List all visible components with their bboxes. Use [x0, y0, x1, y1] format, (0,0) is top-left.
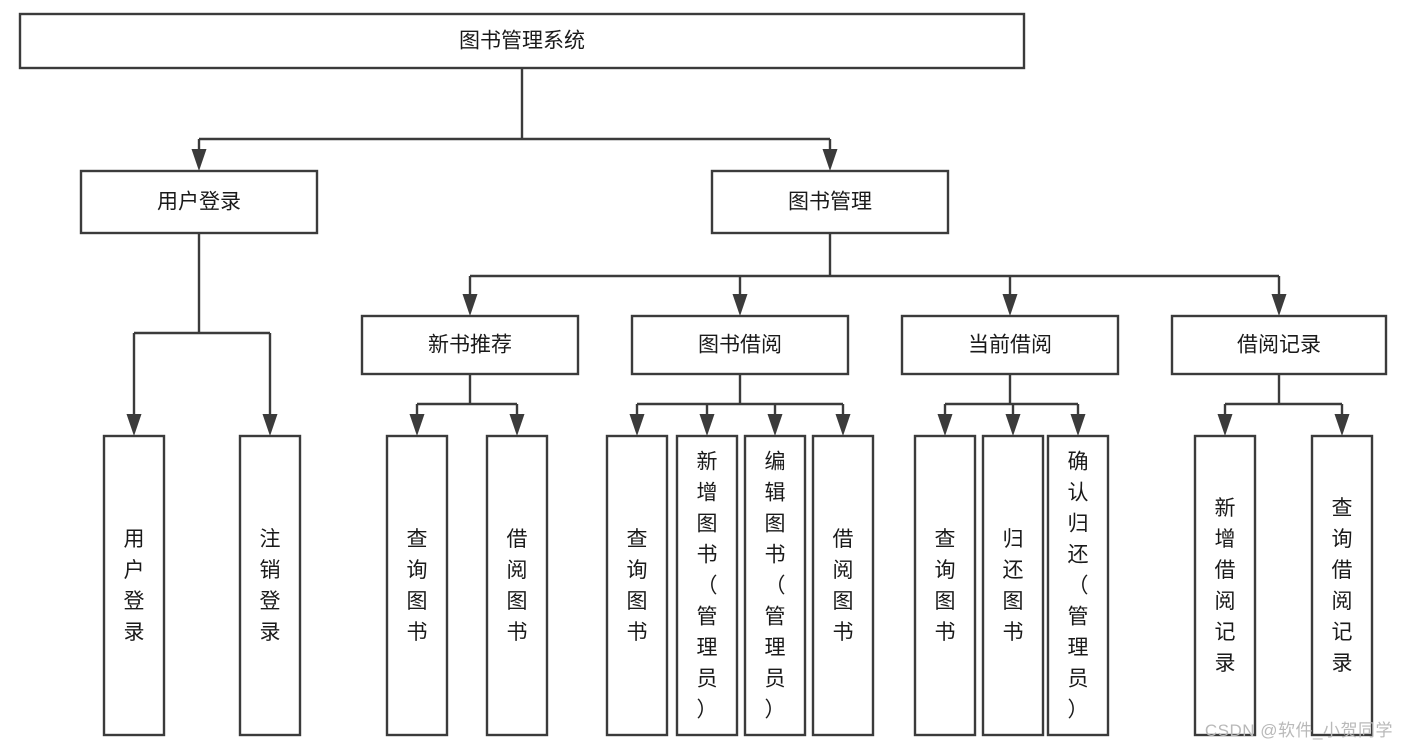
node-label-leaf-borrow-book: 借阅图书 [833, 528, 854, 644]
node-box-root [18, 12, 1026, 70]
node-box-leaf-add-book [675, 434, 739, 737]
node-root[interactable]: 图书管理系统 [18, 12, 1026, 70]
node-label-new-book-rec: 新书推荐 [428, 334, 512, 357]
node-box-leaf-edit-book [743, 434, 807, 737]
node-leaf-borrow-book-rec[interactable]: 借阅图书 [485, 434, 549, 737]
node-leaf-query-record[interactable]: 查询借阅记录 [1310, 434, 1374, 737]
node-current-borrow[interactable]: 当前借阅 [900, 314, 1120, 376]
node-label-leaf-return-book: 归还图书 [1003, 528, 1024, 644]
node-leaf-edit-book[interactable]: 编辑图书（管理员） [743, 434, 807, 737]
node-box-leaf-query-book-cur [913, 434, 977, 737]
connector-group-user-login [126, 233, 278, 436]
connector-group-new-book-rec [409, 374, 525, 436]
watermark-label: CSDN @软件_小贺同学 [1204, 721, 1393, 740]
node-box-leaf-query-book-rec [385, 434, 449, 737]
node-label-leaf-query-book-rec: 查询图书 [407, 528, 428, 644]
node-label-borrow-record: 借阅记录 [1237, 334, 1321, 357]
node-label-leaf-query-book: 查询图书 [627, 528, 648, 644]
node-label-leaf-user-login: 用户登录 [124, 528, 145, 644]
node-label-user-login: 用户登录 [157, 191, 241, 214]
node-leaf-user-logout[interactable]: 注销登录 [238, 434, 302, 737]
node-label-leaf-edit-book: 编辑图书（管理员） [765, 450, 786, 721]
node-label-leaf-user-logout: 注销登录 [260, 528, 281, 644]
node-leaf-add-record[interactable]: 新增借阅记录 [1193, 434, 1257, 737]
node-layer: 图书管理系统用户登录图书管理新书推荐图书借阅当前借阅借阅记录用户登录注销登录查询… [18, 12, 1388, 737]
node-label-leaf-borrow-book-rec: 借阅图书 [507, 528, 528, 644]
node-label-book-borrow: 图书借阅 [698, 334, 782, 357]
node-book-borrow[interactable]: 图书借阅 [630, 314, 850, 376]
node-book-manage[interactable]: 图书管理 [710, 169, 950, 235]
node-box-leaf-user-logout [238, 434, 302, 737]
node-label-leaf-query-book-cur: 查询图书 [935, 528, 956, 644]
node-label-leaf-confirm-return: 确认归还（管理员） [1068, 450, 1089, 721]
connector-group-book-manage [462, 233, 1287, 316]
connector-group-current-borrow [937, 374, 1086, 436]
node-leaf-user-login[interactable]: 用户登录 [102, 434, 166, 737]
node-box-borrow-record [1170, 314, 1388, 376]
connector-layer [126, 68, 1350, 436]
node-box-book-borrow [630, 314, 850, 376]
node-leaf-query-book[interactable]: 查询图书 [605, 434, 669, 737]
node-leaf-confirm-return[interactable]: 确认归还（管理员） [1046, 434, 1110, 737]
connector-group-borrow-record [1217, 374, 1350, 436]
node-box-leaf-return-book [981, 434, 1045, 737]
node-leaf-query-book-rec[interactable]: 查询图书 [385, 434, 449, 737]
node-box-book-manage [710, 169, 950, 235]
node-box-leaf-confirm-return [1046, 434, 1110, 737]
node-label-leaf-add-book: 新增图书（管理员） [697, 450, 718, 721]
node-box-leaf-user-login [102, 434, 166, 737]
node-label-leaf-add-record: 新增借阅记录 [1215, 497, 1236, 675]
node-box-leaf-query-book [605, 434, 669, 737]
node-borrow-record[interactable]: 借阅记录 [1170, 314, 1388, 376]
node-label-root: 图书管理系统 [459, 30, 585, 53]
connector-group-root [191, 68, 838, 171]
node-new-book-rec[interactable]: 新书推荐 [360, 314, 580, 376]
node-label-book-manage: 图书管理 [788, 191, 872, 214]
node-user-login[interactable]: 用户登录 [79, 169, 319, 235]
node-leaf-borrow-book[interactable]: 借阅图书 [811, 434, 875, 737]
node-box-leaf-add-record [1193, 434, 1257, 737]
node-label-current-borrow: 当前借阅 [968, 334, 1052, 357]
node-leaf-return-book[interactable]: 归还图书 [981, 434, 1045, 737]
node-box-current-borrow [900, 314, 1120, 376]
node-box-new-book-rec [360, 314, 580, 376]
node-leaf-add-book[interactable]: 新增图书（管理员） [675, 434, 739, 737]
node-box-leaf-borrow-book-rec [485, 434, 549, 737]
node-label-leaf-query-record: 查询借阅记录 [1332, 497, 1353, 675]
node-box-leaf-query-record [1310, 434, 1374, 737]
node-box-leaf-borrow-book [811, 434, 875, 737]
node-box-user-login [79, 169, 319, 235]
connector-group-book-borrow [629, 374, 851, 436]
node-leaf-query-book-cur[interactable]: 查询图书 [913, 434, 977, 737]
